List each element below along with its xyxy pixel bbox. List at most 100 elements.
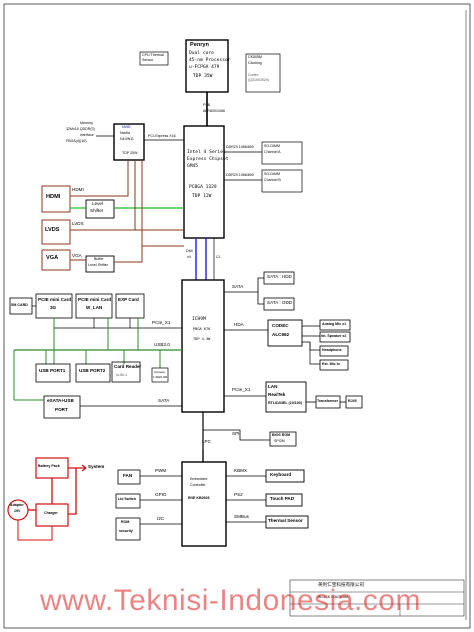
sata-hdd-box (263, 271, 295, 285)
sata-hdd-label: SATA : HDD (267, 274, 292, 279)
vram-l2: 32Mx16 QDDR(3) (66, 127, 95, 131)
exp-card-label: EXP Card (118, 297, 139, 302)
card-reader-l1: Card Reader (114, 364, 142, 369)
vram-l1: Memory (80, 121, 93, 125)
codec-l2: ALC662 (272, 332, 290, 337)
ext-mic-box (319, 359, 349, 371)
i2c-label: I2C (157, 516, 165, 521)
watermark: www.Teknisi-Indonesia.com (40, 584, 421, 617)
smcard-label: SM CARD (11, 303, 28, 307)
sata-odd-box (263, 297, 295, 311)
battery-label: Battery Pack (38, 464, 60, 468)
cl-label: CL (216, 255, 221, 259)
esata-l1: eSATA+USB (47, 398, 74, 403)
thermal-box (139, 51, 169, 66)
rom-l2: security (119, 529, 133, 533)
camera-l2: 1.3M/2.0M (153, 375, 168, 379)
sb-l1: ICH9M (192, 317, 206, 322)
gpu-l2: Nvidia (120, 131, 130, 135)
northbridge-box (183, 125, 225, 239)
keyboard-label: Keyboard (270, 472, 292, 477)
nb-l4: PCBGA 1329 (189, 185, 217, 190)
sata-bus-label: SATA (232, 284, 244, 289)
spi-label: SPI (232, 431, 240, 436)
card-reader-l2: In-tlh-1 (116, 373, 128, 377)
level-shifter-l2: Shifter (90, 208, 104, 213)
title-company: 英利仁宝科技有限公司 (318, 582, 364, 587)
touchpad-box (265, 493, 303, 507)
analog-mic-label: Analog Mic x1 (322, 322, 347, 326)
sodimm-b-box (261, 169, 303, 193)
esata-l2: PORT (55, 407, 68, 412)
title-doc: BLOCK DIAGRAM (318, 595, 348, 599)
nb-l5: TDP 12W (192, 194, 212, 199)
thermal-sensor-box (265, 515, 309, 529)
lid-switch-box (115, 493, 141, 509)
so-a-l2: Channel A (264, 150, 281, 154)
fsb-l1: FSB (203, 103, 210, 107)
cpu-line2: 45-nm Processor (189, 58, 231, 63)
buffer-shifter-box (85, 255, 115, 273)
gpu-box (113, 123, 145, 161)
lan-box (265, 381, 307, 413)
int-speaker-box (319, 331, 351, 343)
lan-l3: RTL8103EL (10/100) (268, 401, 302, 405)
lvds-wire-label: LVDS (72, 221, 84, 226)
bios-l1: BIOS ROM (272, 433, 291, 437)
ec-l1: Embedded (190, 477, 208, 481)
sb-l3: TDP 4.3W (193, 337, 211, 341)
pcie-3g-l1: PCIE mini Card (38, 297, 72, 302)
sata-esata-label: SATA (158, 398, 170, 403)
cpu-line1: Dual core (189, 51, 214, 56)
ec-l2: Controller (190, 483, 206, 487)
hdmi-label: HDMI (46, 194, 61, 200)
clock-l4: (Q31002020) (248, 78, 270, 82)
rj45-label: RJ45 (348, 399, 357, 403)
lan-l1: LAN (268, 384, 278, 389)
gpio-label: GPIO (155, 492, 167, 497)
pcie-3g-l2: 3G (50, 305, 57, 310)
rom-box (115, 517, 141, 541)
so-b-l1: SO-DIMM (264, 172, 280, 176)
esata-box (43, 395, 81, 419)
kbmx-label: KBMX (234, 468, 248, 473)
dmi-l1: DMI (186, 249, 193, 253)
lan-l2: RealTek (268, 392, 286, 397)
ec-box (181, 461, 227, 547)
bios-l2: SPI2M (274, 439, 285, 443)
pcie-wlan-l1: PCIE mini Card (78, 297, 112, 302)
keyboard-box (265, 469, 305, 483)
int-speaker-label: Int. Speaker x2 (321, 334, 347, 338)
rom-l1: ROM (121, 520, 130, 524)
analog-mic-box (319, 319, 351, 331)
pcie-wlan-l2: W_LAN (86, 305, 103, 310)
usb1-label: USB PORT1 (39, 368, 66, 373)
cpu-name: Penryn (190, 42, 209, 48)
pcie-x1-lan-label: PCIe_X1 (232, 387, 251, 392)
ddr-a-label: DDR2II 1066/800 (226, 145, 254, 149)
gpu-l3: N10/N11 (120, 137, 134, 141)
clock-box (245, 53, 281, 93)
system-label: System (88, 464, 105, 469)
clock-l3: Cortex (248, 73, 259, 77)
thermal-sensor-label: Thermal Sensor (268, 518, 303, 523)
bios-box (269, 431, 297, 447)
vram-l3: interface (80, 133, 94, 137)
usb1-box (35, 363, 71, 383)
codec-l1: CODEC (272, 323, 289, 328)
adaptor-l1: Adaptor (10, 503, 24, 507)
clock-l2: Clocking (248, 61, 262, 65)
pwm-label: PWM (155, 468, 167, 473)
usb2-box (75, 363, 111, 383)
pcie16-label: PCI-Express X16 (148, 134, 176, 138)
ddr-b-label: DDR2II 1066/800 (226, 173, 254, 177)
fsb-l2: 667/800/1066 (203, 109, 225, 113)
rj45-box (345, 395, 363, 409)
fan-label: FAN (123, 473, 133, 478)
ext-mic-label: Ext. Mic In (322, 362, 340, 366)
vga-wire-label: VGA (72, 253, 82, 258)
codec-box (267, 319, 303, 347)
sata-odd-label: SATA : ODD (267, 300, 293, 305)
smbus-label: SMBus (234, 514, 249, 519)
